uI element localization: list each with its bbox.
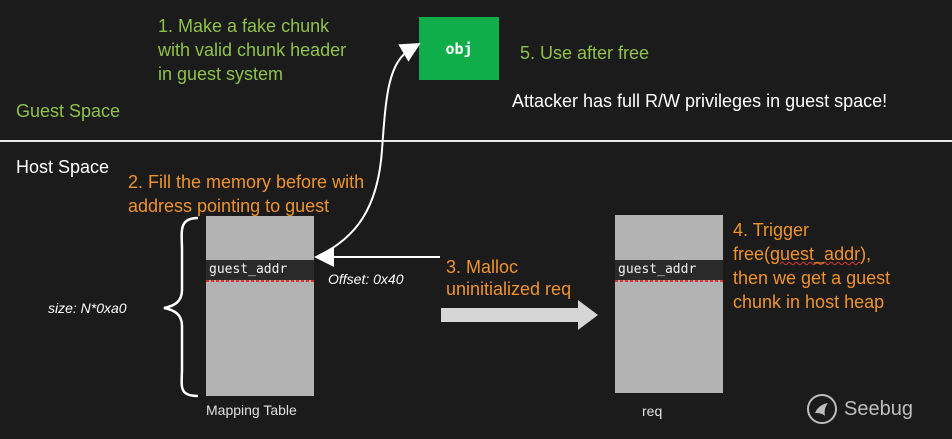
seebug-logo: Seebug: [806, 393, 913, 425]
step3-line1: 3. Malloc: [446, 257, 519, 277]
offset-label: Offset: 0x40: [328, 271, 404, 287]
seebug-bird-icon: [807, 394, 837, 424]
step2-text: 2. Fill the memory before with address p…: [128, 170, 428, 218]
step1-line1: 1. Make a fake chunk: [158, 16, 330, 36]
step1-line2: with valid chunk header: [158, 40, 347, 60]
step4-text: 4. Trigger free(guest_addr), then we get…: [733, 218, 943, 314]
step5-text: 5. Use after free: [520, 43, 650, 63]
step3-text: 3. Malloc uninitialized req: [446, 256, 571, 300]
req-block: guest_addr: [615, 215, 723, 393]
guest-space-label: Guest Space: [16, 101, 121, 121]
mapping-table-caption: Mapping Table: [206, 402, 297, 418]
req-caption: req: [642, 403, 663, 419]
obj-box: obj: [419, 17, 499, 80]
step1-text: 1. Make a fake chunk with valid chunk he…: [158, 14, 398, 86]
size-label: size: N*0xa0: [48, 300, 127, 316]
step2-line1: 2. Fill the memory before with: [128, 172, 365, 192]
step4-free-suffix: ),: [860, 244, 872, 264]
req-guest-addr-cell: guest_addr: [615, 260, 723, 282]
seebug-logo-text: Seebug: [844, 397, 913, 420]
mapping-table-block: guest_addr: [206, 216, 314, 396]
mapping-guest-addr-cell: guest_addr: [206, 260, 314, 282]
step4-free-arg: guest_addr: [770, 244, 861, 264]
step4-line2: free(guest_addr),: [733, 242, 943, 266]
step4-free-prefix: free(: [733, 244, 771, 264]
step3-line2: uninitialized req: [446, 279, 572, 299]
size-brace: [163, 216, 199, 398]
step1-line3: in guest system: [158, 64, 284, 84]
host-space-label: Host Space: [16, 157, 110, 177]
space-divider: [0, 140, 952, 142]
malloc-arrow: [441, 300, 598, 330]
step4-line1: 4. Trigger: [733, 220, 810, 240]
attacker-note: Attacker has full R/W privileges in gues…: [512, 91, 888, 111]
pointer-to-obj-arrow: [317, 42, 421, 257]
obj-label: obj: [445, 39, 473, 58]
step4-line4: chunk in host heap: [733, 292, 885, 312]
step2-line2: address pointing to guest: [128, 196, 330, 216]
step4-line3: then we get a guest: [733, 268, 891, 288]
